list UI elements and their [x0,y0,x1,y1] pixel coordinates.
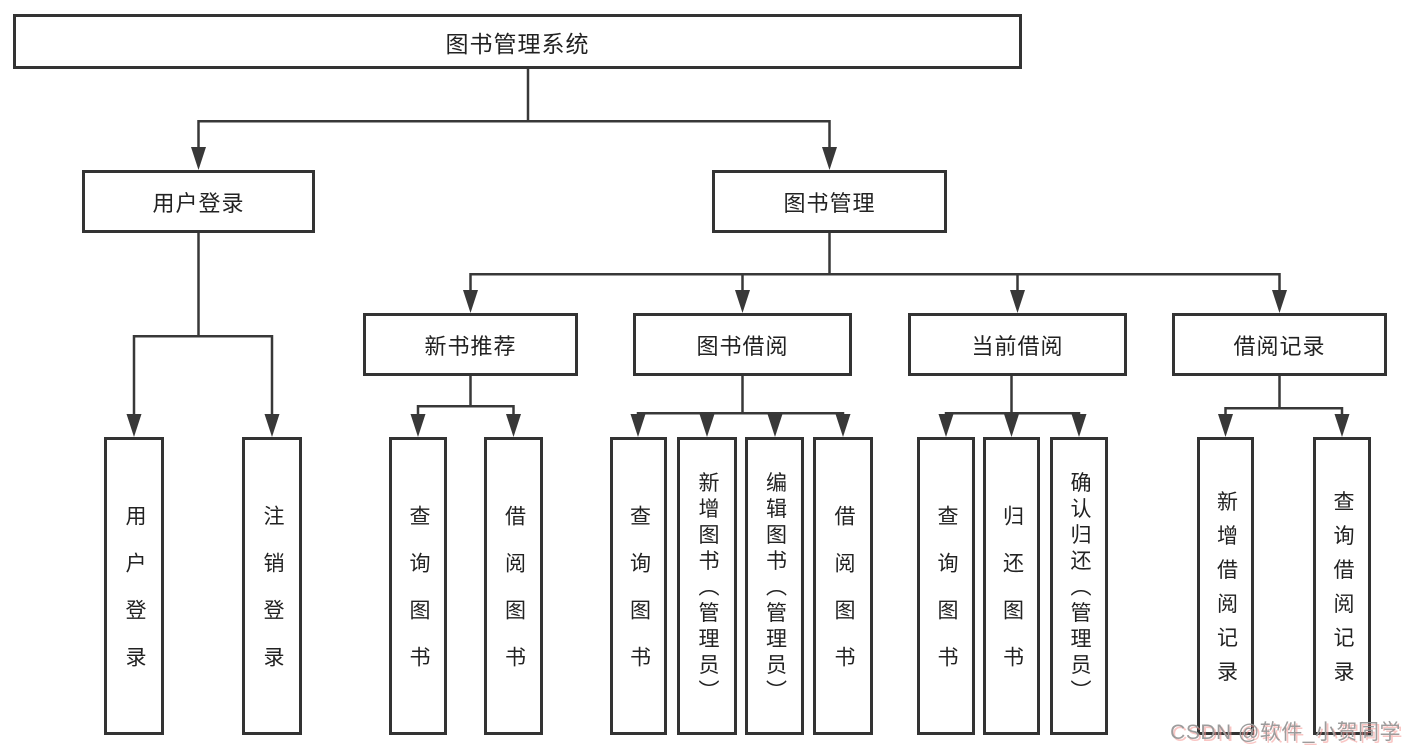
node-label: 用户登录 [123,505,146,693]
node-label: 借阅记录 [1233,333,1326,359]
leaf-borrow-books: 借阅图书 [484,437,543,735]
node-label: 当前借阅 [971,333,1064,359]
arrowhead [126,414,142,437]
arrowhead [191,147,206,170]
leaf-logout: 注销登录 [242,437,302,735]
leaf-return-books: 归还图书 [983,437,1040,735]
leaf-query-borrow-record: 查询借阅记录 [1313,437,1371,735]
arrowhead [410,414,426,437]
connector-path [132,335,274,416]
node-book-management: 图书管理 [712,170,947,233]
node-label: 新增借阅记录 [1214,490,1238,695]
node-borrowing-records: 借阅记录 [1172,313,1387,376]
node-label: 图书借阅 [696,333,789,359]
arrowhead [699,414,715,437]
arrowhead [1004,414,1019,437]
connector-path [197,120,831,148]
arrowhead-group [126,147,1350,437]
arrowhead [735,290,750,313]
node-label: 图书管理 [783,190,876,216]
node-label: 确认归还（管理员） [1068,471,1091,706]
node-label: 归还图书 [1000,505,1024,693]
node-label: 新增图书（管理员） [696,471,719,706]
node-new-book-recommendation: 新书推荐 [363,313,578,376]
leaf-add-books-admin: 新增图书（管理员） [677,437,737,735]
leaf-add-borrow-record: 新增借阅记录 [1197,437,1254,735]
leaf-user-login: 用户登录 [104,437,164,735]
node-current-borrowing: 当前借阅 [908,313,1127,376]
connector-path [1224,407,1344,417]
node-label: 用户登录 [152,190,245,216]
leaf-edit-books-admin: 编辑图书（管理员） [745,437,804,735]
connector-path [416,405,515,417]
node-book-borrowing: 图书借阅 [633,313,852,376]
leaf-query-books: 查询图书 [610,437,667,735]
node-label: 注销登录 [261,505,284,693]
arrowhead [264,414,280,437]
arrowhead [938,414,954,437]
arrowhead [1071,414,1087,437]
connector-path [469,273,1281,292]
arrowhead [506,414,521,437]
node-label: 查询图书 [627,505,651,693]
node-label: 查询借阅记录 [1331,490,1354,695]
node-label: 借阅图书 [832,505,855,693]
node-label: 图书管理系统 [445,30,590,57]
leaf-query-books: 查询图书 [389,437,447,735]
leaf-borrow-books: 借阅图书 [813,437,873,735]
arrowhead [1218,414,1233,437]
leaf-query-books: 查询图书 [917,437,975,735]
arrowhead [767,414,783,437]
csdn-watermark: CSDN @软件_小贺同学 [1170,721,1401,744]
arrowhead [1334,414,1350,437]
leaf-confirm-return-admin: 确认归还（管理员） [1050,437,1108,735]
node-system-root: 图书管理系统 [13,14,1022,69]
node-label: 查询图书 [935,505,958,693]
connector-path [636,412,845,417]
node-user-login: 用户登录 [82,170,315,233]
arrowhead [1272,290,1287,313]
node-label: 查询图书 [407,505,430,693]
node-label: 编辑图书（管理员） [763,471,787,706]
arrowhead [835,414,851,437]
arrowhead [822,147,837,170]
arrowhead [630,414,646,437]
arrowhead [463,290,478,313]
node-label: 借阅图书 [502,505,526,693]
node-label: 新书推荐 [424,333,517,359]
arrowhead [1010,290,1025,313]
